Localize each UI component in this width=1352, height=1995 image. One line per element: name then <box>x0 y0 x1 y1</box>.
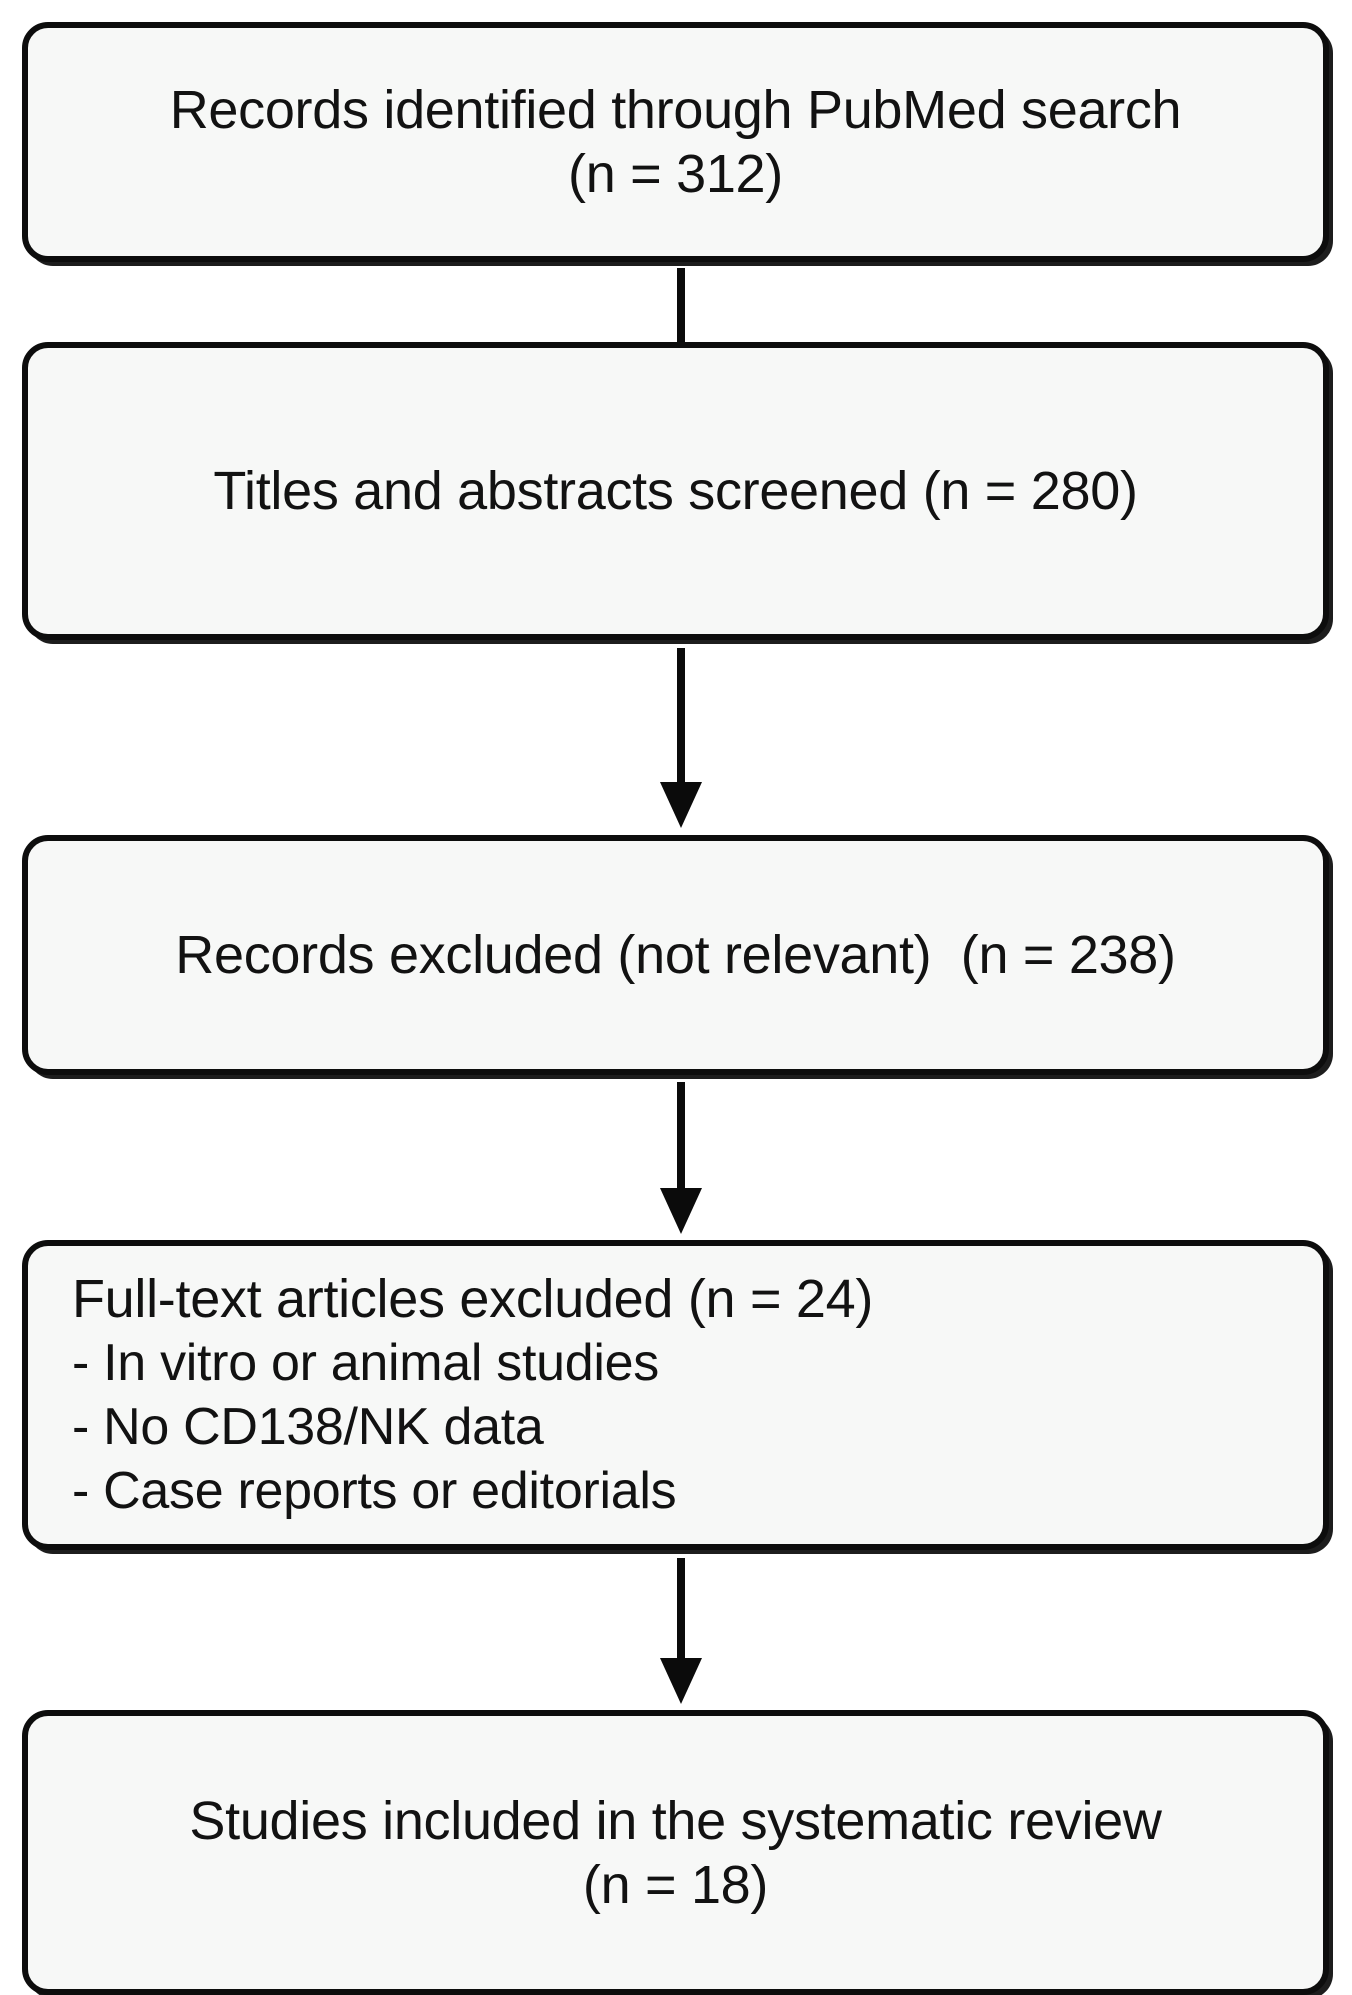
arrow-shaft <box>677 1082 685 1188</box>
flow-node-studies-included: Studies included in the systematic revie… <box>22 1710 1329 1995</box>
node-text-line: Titles and abstracts screened (n = 280) <box>213 461 1138 521</box>
node-bullet-item: - No CD138/NK data <box>72 1398 544 1456</box>
down-arrow-icon <box>660 1558 702 1704</box>
flow-node-records-identified: Records identified through PubMed search… <box>22 22 1329 262</box>
flow-node-fulltext-excluded: Full-text articles excluded (n = 24) - I… <box>22 1240 1329 1550</box>
node-bullet-item: - Case reports or editorials <box>72 1462 677 1520</box>
arrow-head <box>660 1188 702 1234</box>
down-arrow-icon <box>660 1082 702 1234</box>
flow-node-records-excluded: Records excluded (not relevant) (n = 238… <box>22 835 1329 1075</box>
node-bullet-item: - In vitro or animal studies <box>72 1334 659 1392</box>
down-arrow-icon <box>660 648 702 828</box>
node-count-line: (n = 18) <box>582 1854 769 1915</box>
arrow-shaft <box>677 1558 685 1658</box>
flow-node-titles-abstracts-screened: Titles and abstracts screened (n = 280) <box>22 342 1329 640</box>
arrow-head <box>660 1658 702 1704</box>
node-count-line: (n = 312) <box>568 144 783 204</box>
node-text-line: Studies included in the systematic revie… <box>189 1790 1162 1851</box>
arrow-shaft <box>677 648 685 782</box>
node-text-line: Records excluded (not relevant) (n = 238… <box>175 925 1176 985</box>
arrow-shaft <box>677 268 685 368</box>
node-text-line: Records identified through PubMed search <box>169 80 1182 140</box>
arrow-head <box>660 782 702 828</box>
node-text-line: Full-text articles excluded (n = 24) <box>72 1269 874 1329</box>
